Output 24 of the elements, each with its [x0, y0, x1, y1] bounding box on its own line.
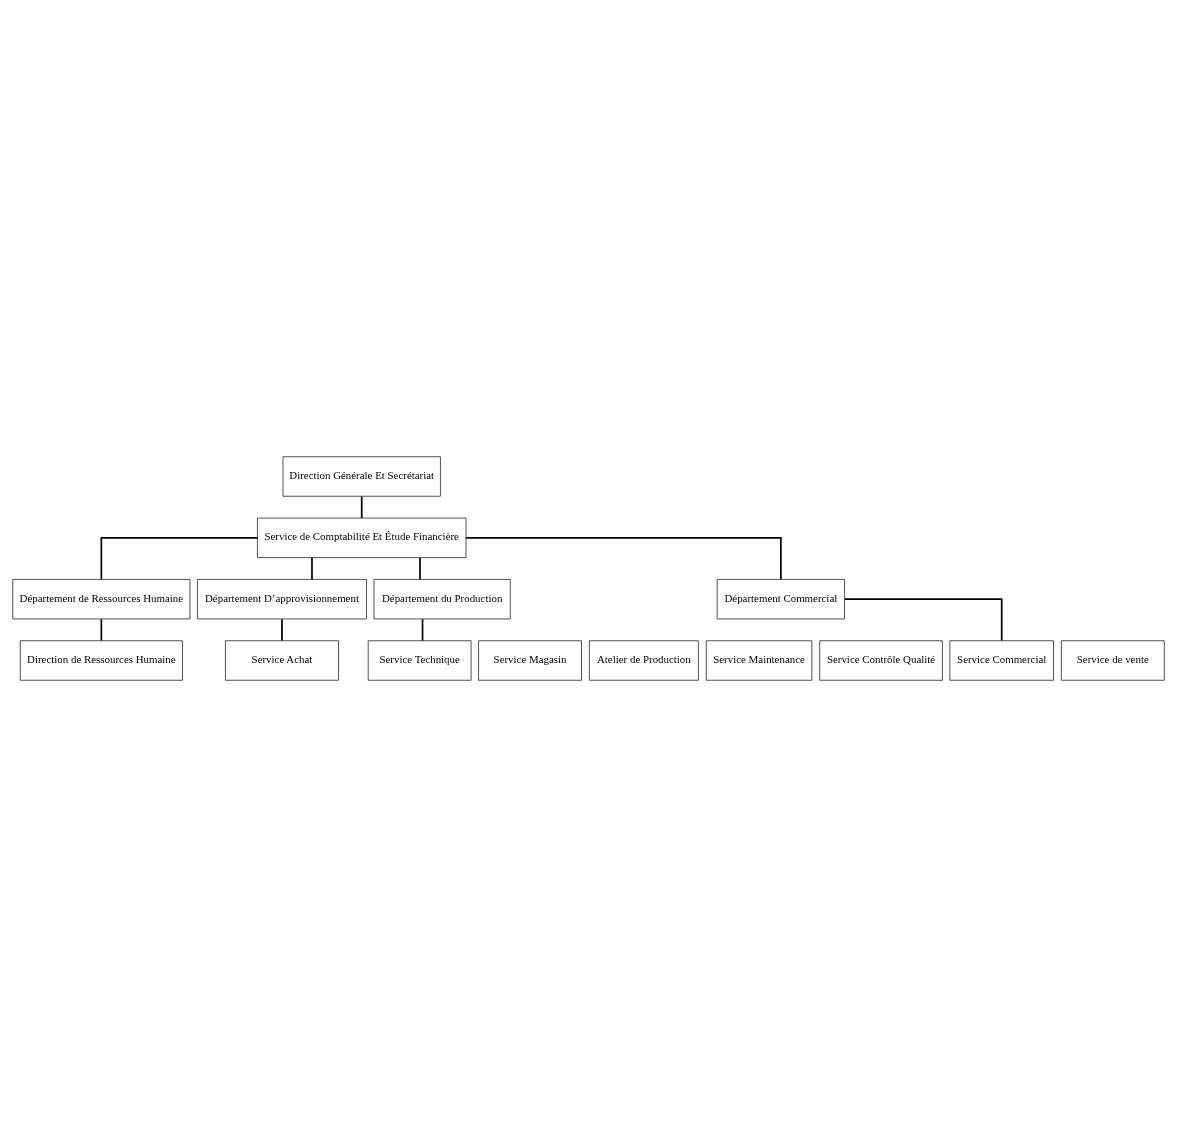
node-box: Département de Ressources Humaine — [12, 579, 191, 620]
node-box: Département D’approvisionnement — [197, 579, 367, 620]
connector — [843, 598, 1003, 642]
node-box: Service Maintenance — [705, 640, 813, 681]
node-box: Service Achat — [225, 640, 339, 681]
connector — [100, 537, 259, 580]
connector — [421, 618, 424, 642]
node-box: Service Contrôle Qualité — [819, 640, 943, 681]
connector — [360, 495, 363, 519]
connector — [281, 618, 283, 642]
node-box: Service de vente — [1061, 640, 1165, 681]
node-box: Service Commercial — [949, 640, 1054, 681]
node-box: Atelier de Production — [589, 640, 699, 681]
node-box: Service Technique — [367, 640, 472, 681]
node-box: Direction Générale Et Secrétariat — [282, 456, 441, 497]
node-box: Département Commercial — [716, 579, 845, 620]
node-box: Service Magasin — [478, 640, 582, 681]
node-box: Direction de Ressources Humaine — [19, 640, 183, 681]
connector — [311, 557, 313, 581]
node-box: Département du Production — [373, 579, 511, 620]
connector — [100, 618, 103, 642]
connector — [465, 537, 782, 580]
node-box: Service de Comptabilité Et Étude Financière — [257, 517, 467, 558]
connector — [419, 557, 421, 581]
